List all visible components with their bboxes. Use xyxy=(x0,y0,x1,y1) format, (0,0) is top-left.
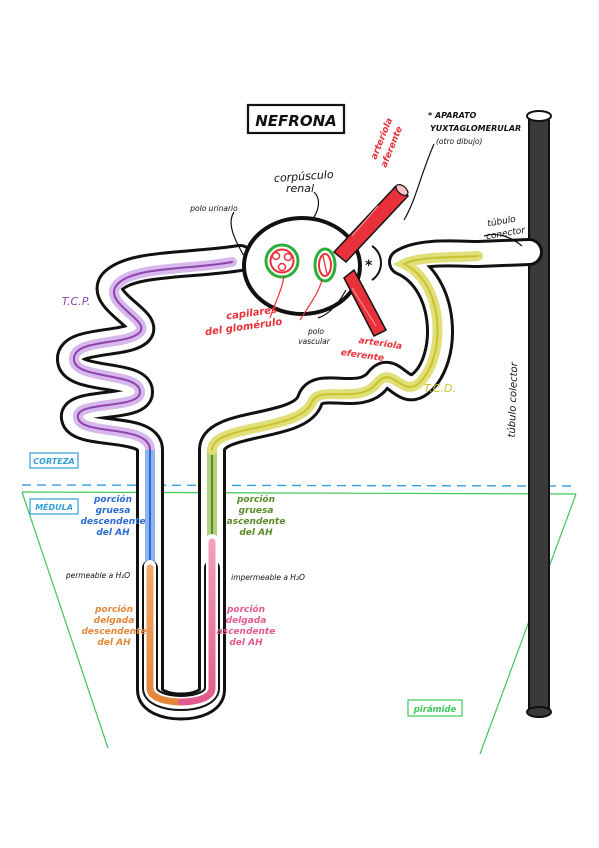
label-eferente-1: arteriola xyxy=(358,336,403,352)
label-corteza: CORTEZA xyxy=(33,457,74,466)
label-piramide: pirámide xyxy=(413,705,457,715)
asc-thick-line: del AH xyxy=(239,528,273,538)
label-tcp: T.C.P. xyxy=(62,295,91,308)
label-polo-vascular-1: polo xyxy=(307,327,324,336)
asc-thin-line: porción xyxy=(226,604,265,615)
asc-thick-line: ascendente xyxy=(227,517,286,527)
efferent-arteriole xyxy=(343,268,388,338)
asc-thin-label: porción delgada ascendente del AH xyxy=(217,604,276,648)
desc-thin-line: porción xyxy=(94,604,133,615)
label-polo-vascular-2: vascular xyxy=(298,337,330,346)
label-aparato-1: * APARATO xyxy=(428,111,477,120)
asc-thin-line: delgada xyxy=(226,616,267,626)
title-box: NEFRONA xyxy=(246,103,346,135)
zone-corteza: CORTEZA xyxy=(29,452,79,469)
asc-thin-line: ascendente xyxy=(217,627,276,637)
label-impermeable: impermeable a H₂O xyxy=(231,573,305,582)
desc-thin-label: porción delgada descendente del AH xyxy=(81,604,146,648)
desc-thick-line: descendente xyxy=(80,517,145,527)
desc-thick-line: gruesa xyxy=(96,506,131,516)
label-permeable: permeable a H₂O xyxy=(65,571,130,580)
label-tubulo-conector-1: túbulo xyxy=(487,215,517,230)
cortex-medulla-boundary xyxy=(21,484,577,487)
desc-thick-label: porción gruesa descendente del AH xyxy=(80,494,145,538)
label-tcd: T.C.D. xyxy=(424,382,456,395)
label-polo-urinario: polo urinario xyxy=(189,204,238,213)
asc-thin-segment xyxy=(177,538,216,706)
asc-thin-line: del AH xyxy=(229,638,263,648)
pyramid-top xyxy=(21,491,577,495)
pyramid-outline xyxy=(21,491,109,749)
label-tubulo-colector: túbulo colector xyxy=(506,361,521,437)
asterisk: * xyxy=(365,258,373,274)
afferent-arteriole xyxy=(332,183,410,264)
renal-corpuscle xyxy=(242,216,362,316)
desc-thin-line: descendente xyxy=(81,627,146,637)
tcp-segment-line xyxy=(72,261,233,451)
desc-thin-line: delgada xyxy=(94,616,135,626)
title: NEFRONA xyxy=(255,112,337,130)
juxtaglomerular-arc xyxy=(371,245,382,281)
capillary-leaders xyxy=(269,275,323,321)
desc-thick-line: porción xyxy=(93,494,132,505)
asc-thick-label: porción gruesa ascendente del AH xyxy=(227,494,286,538)
label-aparato-3: (otro dibujo) xyxy=(436,137,483,146)
zone-piramide: pirámide xyxy=(407,699,463,717)
label-aparato-2: YUXTAGLOMERULAR xyxy=(430,124,521,133)
desc-thin-line: del AH xyxy=(97,638,131,648)
label-corpusculo-1: corpúsculo xyxy=(273,168,334,185)
asc-thick-line: porción xyxy=(236,494,275,505)
zone-medula: MÉDULA xyxy=(29,498,79,515)
label-eferente-2: eferente xyxy=(340,348,384,364)
label-corpusculo-2: renal xyxy=(286,182,314,195)
collecting-duct xyxy=(526,110,552,718)
label-medula: MÉDULA xyxy=(35,501,73,512)
leader-lines xyxy=(230,143,523,319)
desc-thick-line: del AH xyxy=(96,528,130,538)
tcd-segment-line xyxy=(211,255,479,451)
asc-thick-line: gruesa xyxy=(239,506,274,516)
